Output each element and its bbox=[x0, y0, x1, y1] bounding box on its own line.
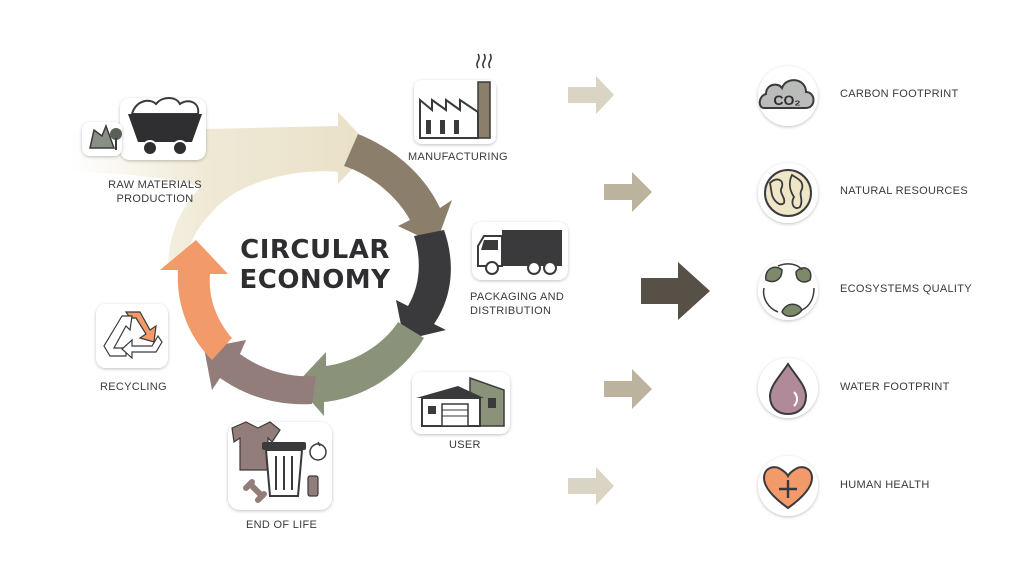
heart-plus-icon bbox=[758, 456, 818, 516]
cycle-arrow-manufacturing bbox=[344, 134, 452, 244]
stage-label-end-of-life: END OF LIFE bbox=[246, 518, 317, 532]
flow-arrow-4 bbox=[604, 369, 652, 409]
stage-label-raw-materials: RAW MATERIALS PRODUCTION bbox=[100, 178, 210, 206]
stage-label-packaging: PACKAGING AND DISTRIBUTION bbox=[470, 290, 564, 318]
flow-arrows bbox=[568, 76, 710, 505]
impact-label-water: WATER FOOTPRINT bbox=[840, 381, 950, 393]
stage-label-line: RECYCLING bbox=[100, 381, 167, 393]
flow-arrow-2 bbox=[604, 172, 652, 212]
flow-arrow-main bbox=[641, 262, 710, 320]
mine-cart-icon bbox=[82, 97, 206, 160]
water-drop-icon bbox=[758, 358, 818, 418]
stage-label-user: USER bbox=[449, 438, 481, 452]
stage-label-line: PACKAGING AND bbox=[470, 291, 565, 303]
recycle-icon bbox=[96, 304, 168, 368]
impact-label-health: HUMAN HEALTH bbox=[840, 479, 930, 491]
impact-label-resources: NATURAL RESOURCES bbox=[840, 185, 968, 197]
trash-bin-icon bbox=[228, 421, 332, 510]
cycle-arrow-user bbox=[296, 322, 424, 416]
truck-icon bbox=[472, 222, 568, 280]
stage-label-line: DISTRIBUTION bbox=[470, 305, 552, 317]
stage-label-line: USER bbox=[449, 439, 481, 451]
center-title: CIRCULAR ECONOMY bbox=[225, 235, 405, 295]
cycle-arrow-end-of-life bbox=[204, 340, 316, 405]
flow-arrow-5 bbox=[568, 467, 614, 505]
center-title-line2: ECONOMY bbox=[239, 265, 391, 295]
co2-cloud-icon: CO₂ bbox=[758, 66, 818, 126]
cycle-arrow-packaging bbox=[396, 230, 451, 340]
stage-label-line: MANUFACTURING bbox=[408, 151, 508, 163]
house-icon bbox=[412, 372, 510, 434]
stage-label-line: RAW MATERIALS bbox=[108, 179, 202, 191]
leaves-cycle-icon bbox=[758, 260, 818, 320]
flow-arrow-1 bbox=[568, 76, 614, 114]
stage-label-line: PRODUCTION bbox=[116, 193, 194, 205]
stage-label-recycling: RECYCLING bbox=[100, 380, 167, 394]
cycle-arrow-recycling bbox=[160, 240, 232, 360]
stage-label-manufacturing: MANUFACTURING bbox=[408, 150, 508, 164]
factory-icon bbox=[414, 53, 496, 144]
center-title-line1: CIRCULAR bbox=[240, 235, 390, 265]
impact-label-ecosystems: ECOSYSTEMS QUALITY bbox=[840, 283, 972, 295]
impact-label-carbon: CARBON FOOTPRINT bbox=[840, 88, 959, 100]
globe-icon bbox=[758, 163, 818, 223]
stage-label-line: END OF LIFE bbox=[246, 519, 318, 531]
co2-text: CO₂ bbox=[773, 92, 800, 108]
